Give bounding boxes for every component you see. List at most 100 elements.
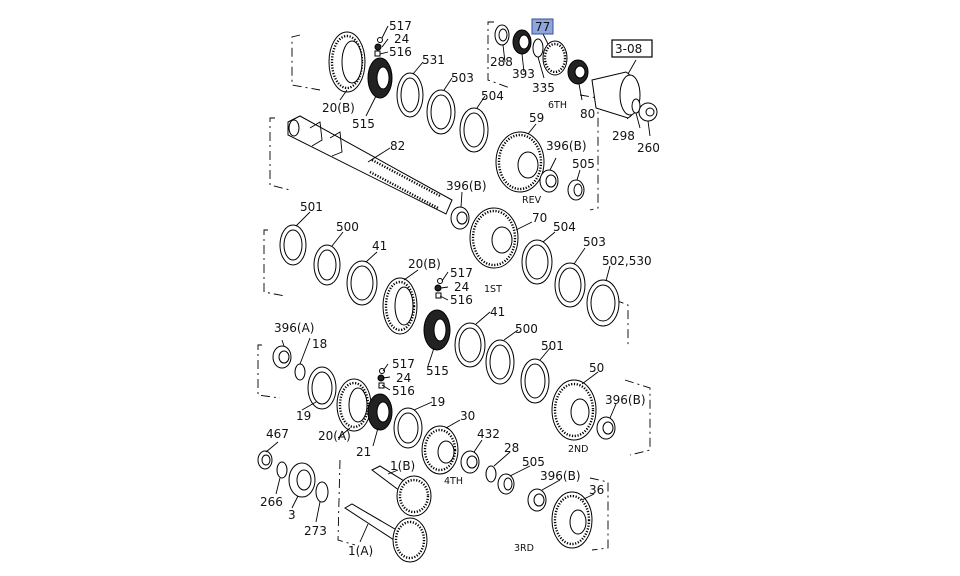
bearing-80[interactable]: [567, 59, 589, 85]
label-501-upper[interactable]: 501: [300, 200, 323, 214]
bearing-396b-3rd[interactable]: [527, 488, 547, 512]
hub-515-upper[interactable]: [367, 57, 393, 99]
label-24-a[interactable]: 24: [394, 32, 409, 46]
bearing-396a[interactable]: [272, 345, 292, 369]
label-41-upper[interactable]: 41: [372, 239, 387, 253]
collar-505-upper[interactable]: [567, 179, 585, 201]
label-503-upper[interactable]: 503: [451, 71, 474, 85]
ring-266[interactable]: [276, 461, 288, 479]
gear-50-2nd[interactable]: [551, 379, 597, 441]
label-516-c[interactable]: 516: [392, 384, 415, 398]
label-515-mid[interactable]: 515: [426, 364, 449, 378]
sleeve-20a[interactable]: [336, 378, 372, 432]
label-24-b[interactable]: 24: [454, 280, 469, 294]
ring-19-left[interactable]: [307, 366, 337, 410]
label-516-a[interactable]: 516: [389, 45, 412, 59]
ring-335[interactable]: [532, 38, 544, 58]
label-516-b[interactable]: 516: [450, 293, 473, 307]
label-500-mid[interactable]: 500: [515, 322, 538, 336]
label-396b-mid[interactable]: 396(B): [446, 179, 487, 193]
label-70[interactable]: 70: [532, 211, 547, 225]
label-36[interactable]: 36: [589, 483, 604, 497]
label-396a[interactable]: 396(A): [274, 321, 314, 335]
label-517-c[interactable]: 517: [392, 357, 415, 371]
ring-502-530[interactable]: [586, 279, 620, 327]
gear-70-1st[interactable]: [469, 207, 519, 269]
bearing-393[interactable]: [512, 29, 532, 55]
label-59[interactable]: 59: [529, 111, 544, 125]
hub-515-mid[interactable]: [423, 309, 451, 351]
ring-501-mid[interactable]: [520, 358, 550, 404]
label-515-upper[interactable]: 515: [352, 117, 375, 131]
label-50[interactable]: 50: [589, 361, 604, 375]
label-19-left[interactable]: 19: [296, 409, 311, 423]
ring-500-upper[interactable]: [313, 244, 341, 286]
label-505-upper[interactable]: 505: [572, 157, 595, 171]
ring-501-upper[interactable]: [279, 224, 307, 266]
bearing-3[interactable]: [288, 462, 316, 498]
label-505-low[interactable]: 505: [522, 455, 545, 469]
ring-41-mid[interactable]: [454, 322, 486, 368]
label-21[interactable]: 21: [356, 445, 371, 459]
label-19-right[interactable]: 19: [430, 395, 445, 409]
label-28[interactable]: 28: [504, 441, 519, 455]
label-504-upper[interactable]: 504: [481, 89, 504, 103]
label-41-mid[interactable]: 41: [490, 305, 505, 319]
label-260[interactable]: 260: [637, 141, 660, 155]
label-335[interactable]: 335: [532, 81, 555, 95]
label-393[interactable]: 393: [512, 67, 535, 81]
ring-504-upper[interactable]: [459, 107, 489, 153]
ring-41-upper[interactable]: [346, 260, 378, 306]
label-20b-upper[interactable]: 20(B): [322, 101, 355, 115]
label-24-c[interactable]: 24: [396, 371, 411, 385]
label-82[interactable]: 82: [390, 139, 405, 153]
gear-36-3rd[interactable]: [551, 491, 593, 549]
ring-503-right[interactable]: [554, 262, 586, 308]
label-77[interactable]: 77: [535, 20, 550, 34]
label-80[interactable]: 80: [580, 107, 595, 121]
ring-18[interactable]: [294, 363, 306, 381]
label-396b-3rd[interactable]: 396(B): [540, 469, 581, 483]
ring-19-right[interactable]: [393, 407, 423, 449]
sleeve-20b-upper[interactable]: [328, 31, 366, 93]
gear-77-6th[interactable]: [542, 40, 568, 76]
ring-503-upper[interactable]: [426, 89, 456, 135]
label-531[interactable]: 531: [422, 53, 445, 67]
label-298[interactable]: 298: [612, 129, 635, 143]
bearing-432[interactable]: [460, 450, 480, 474]
label-504-right[interactable]: 504: [553, 220, 576, 234]
ring-500-mid[interactable]: [485, 339, 515, 385]
gear-59[interactable]: [495, 131, 545, 193]
ring-273[interactable]: [315, 481, 329, 503]
label-500-upper[interactable]: 500: [336, 220, 359, 234]
label-503-right[interactable]: 503: [583, 235, 606, 249]
bearing-288[interactable]: [494, 24, 510, 46]
main-shaft-82[interactable]: [287, 115, 453, 215]
label-517-b[interactable]: 517: [450, 266, 473, 280]
input-shaft-1b[interactable]: [371, 465, 432, 517]
hub-21[interactable]: [367, 393, 393, 431]
label-3-08[interactable]: 3-08: [615, 42, 642, 56]
label-1a[interactable]: 1(A): [348, 544, 373, 558]
label-288[interactable]: 288: [490, 55, 513, 69]
label-1b[interactable]: 1(B): [390, 459, 415, 473]
label-3[interactable]: 3: [288, 508, 296, 522]
label-467[interactable]: 467: [266, 427, 289, 441]
ring-298[interactable]: [631, 98, 641, 114]
ring-504-right[interactable]: [521, 239, 553, 285]
label-396b-rev[interactable]: 396(B): [546, 139, 587, 153]
ring-531[interactable]: [396, 72, 424, 118]
label-517-a[interactable]: 517: [389, 19, 412, 33]
label-30[interactable]: 30: [460, 409, 475, 423]
spring-517-upper[interactable]: [374, 37, 383, 57]
label-20a[interactable]: 20(A): [318, 429, 351, 443]
collar-505-low[interactable]: [497, 473, 515, 495]
label-266[interactable]: 266: [260, 495, 283, 509]
label-18[interactable]: 18: [312, 337, 327, 351]
bearing-467[interactable]: [257, 450, 273, 470]
label-502-530[interactable]: 502,530: [602, 254, 652, 268]
ring-28[interactable]: [485, 465, 497, 483]
label-501-mid[interactable]: 501: [541, 339, 564, 353]
bearing-396b-mid[interactable]: [450, 206, 470, 230]
nut-260[interactable]: [638, 102, 658, 122]
